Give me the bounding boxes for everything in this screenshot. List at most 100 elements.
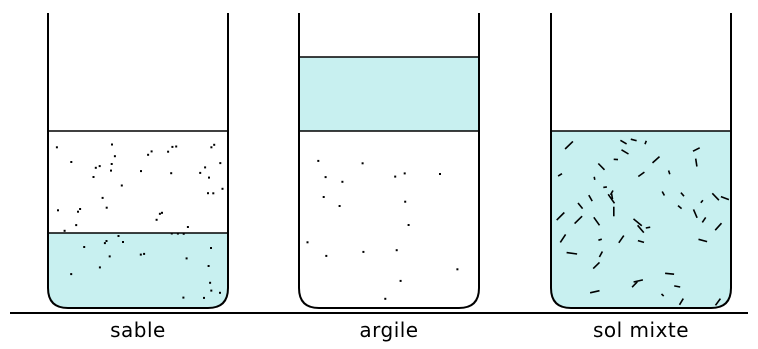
particle — [210, 146, 213, 149]
particle — [171, 145, 174, 148]
particle — [341, 180, 344, 183]
particle — [113, 155, 116, 158]
particle — [111, 143, 113, 146]
particle — [677, 204, 683, 210]
water-layer — [551, 131, 731, 308]
particle — [621, 149, 629, 155]
particle — [170, 232, 173, 235]
particle — [306, 241, 309, 244]
particle — [161, 211, 163, 214]
particle — [714, 222, 723, 231]
particle — [158, 212, 161, 215]
particle — [660, 293, 665, 297]
particle — [79, 208, 82, 210]
particle — [403, 172, 406, 175]
particle — [317, 159, 320, 162]
particle — [404, 200, 407, 203]
beaker-argile — [298, 13, 480, 309]
particle — [83, 246, 86, 248]
particle — [176, 232, 179, 235]
particle — [170, 172, 173, 175]
particle — [399, 279, 402, 282]
particle — [139, 253, 142, 256]
particle — [362, 250, 365, 253]
particle — [103, 242, 106, 245]
water-layer — [299, 57, 479, 131]
beaker-outline — [298, 13, 480, 309]
particle — [680, 192, 685, 197]
particle — [665, 272, 675, 275]
particle — [598, 238, 603, 241]
particle — [98, 266, 101, 269]
particle — [70, 161, 73, 163]
particle — [92, 176, 95, 178]
particle — [692, 209, 698, 219]
particle — [698, 238, 708, 243]
particle — [598, 251, 604, 258]
particle — [361, 162, 364, 165]
particle — [110, 163, 113, 165]
particle — [557, 173, 563, 177]
particle — [203, 296, 205, 299]
particle — [120, 184, 123, 187]
particle — [564, 140, 574, 150]
particle — [322, 196, 325, 198]
particle — [407, 224, 410, 226]
particle — [105, 240, 108, 242]
particle — [637, 171, 645, 178]
particle — [212, 192, 215, 195]
particle — [324, 176, 327, 179]
particle — [210, 289, 213, 292]
particle — [182, 232, 185, 235]
particle — [720, 195, 730, 201]
beaker-sol-mixte — [550, 13, 732, 309]
particle — [75, 224, 78, 227]
particle — [618, 235, 625, 244]
particle — [632, 218, 643, 227]
particle — [213, 143, 216, 146]
particle — [633, 279, 644, 283]
particle — [395, 249, 398, 252]
mixed-soil-particles — [556, 138, 730, 306]
particle — [204, 166, 207, 169]
particle — [219, 162, 222, 165]
particle — [70, 273, 73, 276]
particle — [108, 255, 111, 258]
particle — [651, 156, 661, 164]
particle — [603, 186, 608, 189]
particle — [105, 206, 108, 209]
particle — [593, 216, 601, 226]
particle — [667, 170, 671, 175]
particle — [199, 171, 202, 174]
particle — [207, 265, 210, 267]
particle — [186, 226, 189, 228]
particle — [574, 215, 583, 225]
particle — [694, 158, 698, 167]
particle — [150, 150, 153, 153]
particle — [692, 147, 701, 152]
particle — [122, 241, 124, 243]
particle — [645, 226, 651, 229]
particle — [77, 210, 79, 213]
particle — [607, 193, 616, 204]
particle — [610, 193, 614, 200]
particle — [147, 153, 150, 156]
particle — [63, 229, 66, 232]
particle — [566, 251, 578, 255]
particle — [55, 146, 58, 149]
particle — [714, 298, 722, 306]
particle — [207, 192, 209, 195]
beaker-outline — [550, 13, 732, 309]
particle — [101, 196, 104, 199]
particle — [185, 257, 188, 260]
particle — [338, 205, 341, 207]
particle — [644, 140, 648, 145]
beaker-sable — [47, 13, 229, 309]
particle — [94, 166, 97, 169]
particle — [208, 176, 210, 179]
particle — [631, 281, 638, 288]
particle — [701, 216, 707, 223]
particle — [209, 281, 212, 284]
particle — [597, 162, 606, 171]
